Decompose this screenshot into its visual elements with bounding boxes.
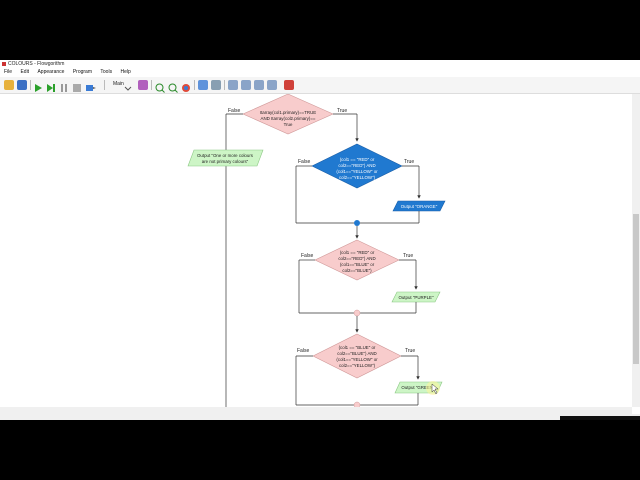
variable-watch-icon[interactable] [241,80,251,90]
zoom-in-icon[interactable] [155,80,165,93]
vertical-scrollbar[interactable] [632,94,640,407]
window-title: COLOURS - Flowgorithm [8,61,65,67]
output-purple[interactable] [391,291,441,303]
decision3-line4: col2=="BLUE") [342,268,372,273]
menu-edit[interactable]: Edit [20,69,30,75]
output-not-primary-line2: are not primary colours" [202,159,249,164]
run-icon[interactable] [33,80,43,92]
toolbar-separator [151,80,152,90]
functions-icon[interactable] [138,80,148,90]
decision1-line1: Itarray(col1.primary)==TRUE [260,110,316,115]
decision3-line3: (col1=="BLUE" or [340,262,375,267]
decision3-false-label: False [301,253,313,259]
decision4-true-label: True [405,348,415,354]
flowchart-svg: Itarray(col1.primary)==TRUE AND Itarray(… [187,94,446,407]
decision2-true-label: True [404,159,414,165]
output-not-primary-line1: Output "One or more colours [197,153,254,158]
horizontal-scrollbar[interactable] [0,407,632,414]
save-icon[interactable] [17,80,27,90]
flowgorithm-window: COLOURS - Flowgorithm File Edit Appearan… [0,60,640,420]
decision-primary-check[interactable] [242,94,334,135]
taskbar-fragment [560,416,640,420]
decision1-line2: AND Itarray(col2.primary)== [261,116,316,121]
speed-icon[interactable] [85,80,96,91]
stop-icon[interactable] [72,80,82,92]
menu-file[interactable]: File [4,69,13,75]
toolbar: Main [0,77,640,94]
decision1-false-label: False [228,108,240,114]
decision-orange-check[interactable] [311,143,403,189]
decision-purple-check[interactable] [314,239,400,281]
decision4-false-label: False [297,348,309,354]
decision3-line2: col2=="RED") AND [338,256,375,261]
zoom-out-icon[interactable] [168,80,178,93]
toolbar-separator [30,80,31,90]
flowchart-canvas[interactable]: Itarray(col1.primary)==TRUE AND Itarray(… [0,94,632,407]
output-orange-text: Output "ORANGE" [401,204,438,209]
color-scheme-icon[interactable] [181,80,191,92]
layout-icon[interactable] [198,80,208,90]
toolbar-separator [194,80,195,90]
export-icon[interactable] [284,80,294,90]
settings-icon[interactable] [211,80,221,90]
decision2-line2: col2=="RED") AND [338,163,375,168]
toolbar-separator [224,80,225,90]
open-folder-icon[interactable] [4,80,14,90]
function-selector[interactable]: Main [113,81,124,87]
chart-icon[interactable] [267,80,277,90]
decision3-line1: (col1 == "RED" or [340,250,375,255]
menu-help[interactable]: Help [120,69,131,75]
output-purple-text: Output "PURPLE" [398,295,434,300]
decision4-line1: (col1 == "BLUE" or [339,345,376,350]
menu-tools[interactable]: Tools [100,69,113,75]
decision4-line2: col2=="BLUE") AND [337,351,376,356]
merge-point [353,401,361,407]
step-icon[interactable] [46,80,56,92]
decision3-true-label: True [403,253,413,259]
menu-bar: File Edit Appearance Program Tools Help [0,68,640,77]
decision4-line4: col2=="YELLOW") [339,363,376,368]
output-not-primary[interactable] [187,149,264,167]
pause-icon[interactable] [59,80,69,92]
output-orange[interactable] [392,200,446,212]
mouse-pointer-icon [431,383,439,395]
console-icon[interactable] [254,80,264,90]
decision1-line3: True [284,122,293,127]
decision4-line3: (col1=="YELLOW" or [336,357,378,362]
scrollbar-thumb[interactable] [633,214,639,364]
decision2-line3: (col1=="YELLOW" or [336,169,378,174]
merge-point [353,309,361,317]
menu-program[interactable]: Program [72,69,93,75]
chevron-down-icon[interactable] [123,80,133,91]
app-icon [2,61,6,66]
toolbar-separator [104,80,105,90]
decision2-false-label: False [298,159,310,165]
decision2-line4: col2=="YELLOW") [339,175,376,180]
source-code-icon[interactable] [228,80,238,90]
decision-green-check[interactable] [312,333,402,379]
decision2-line1: (col1 == "RED" or [340,157,375,162]
title-bar: COLOURS - Flowgorithm [0,60,640,68]
decision1-true-label: True [337,108,347,114]
menu-appearance[interactable]: Appearance [37,69,65,75]
merge-point [354,220,360,226]
output-green-text: Output "GREEN" [401,385,435,390]
status-bar [0,414,640,420]
